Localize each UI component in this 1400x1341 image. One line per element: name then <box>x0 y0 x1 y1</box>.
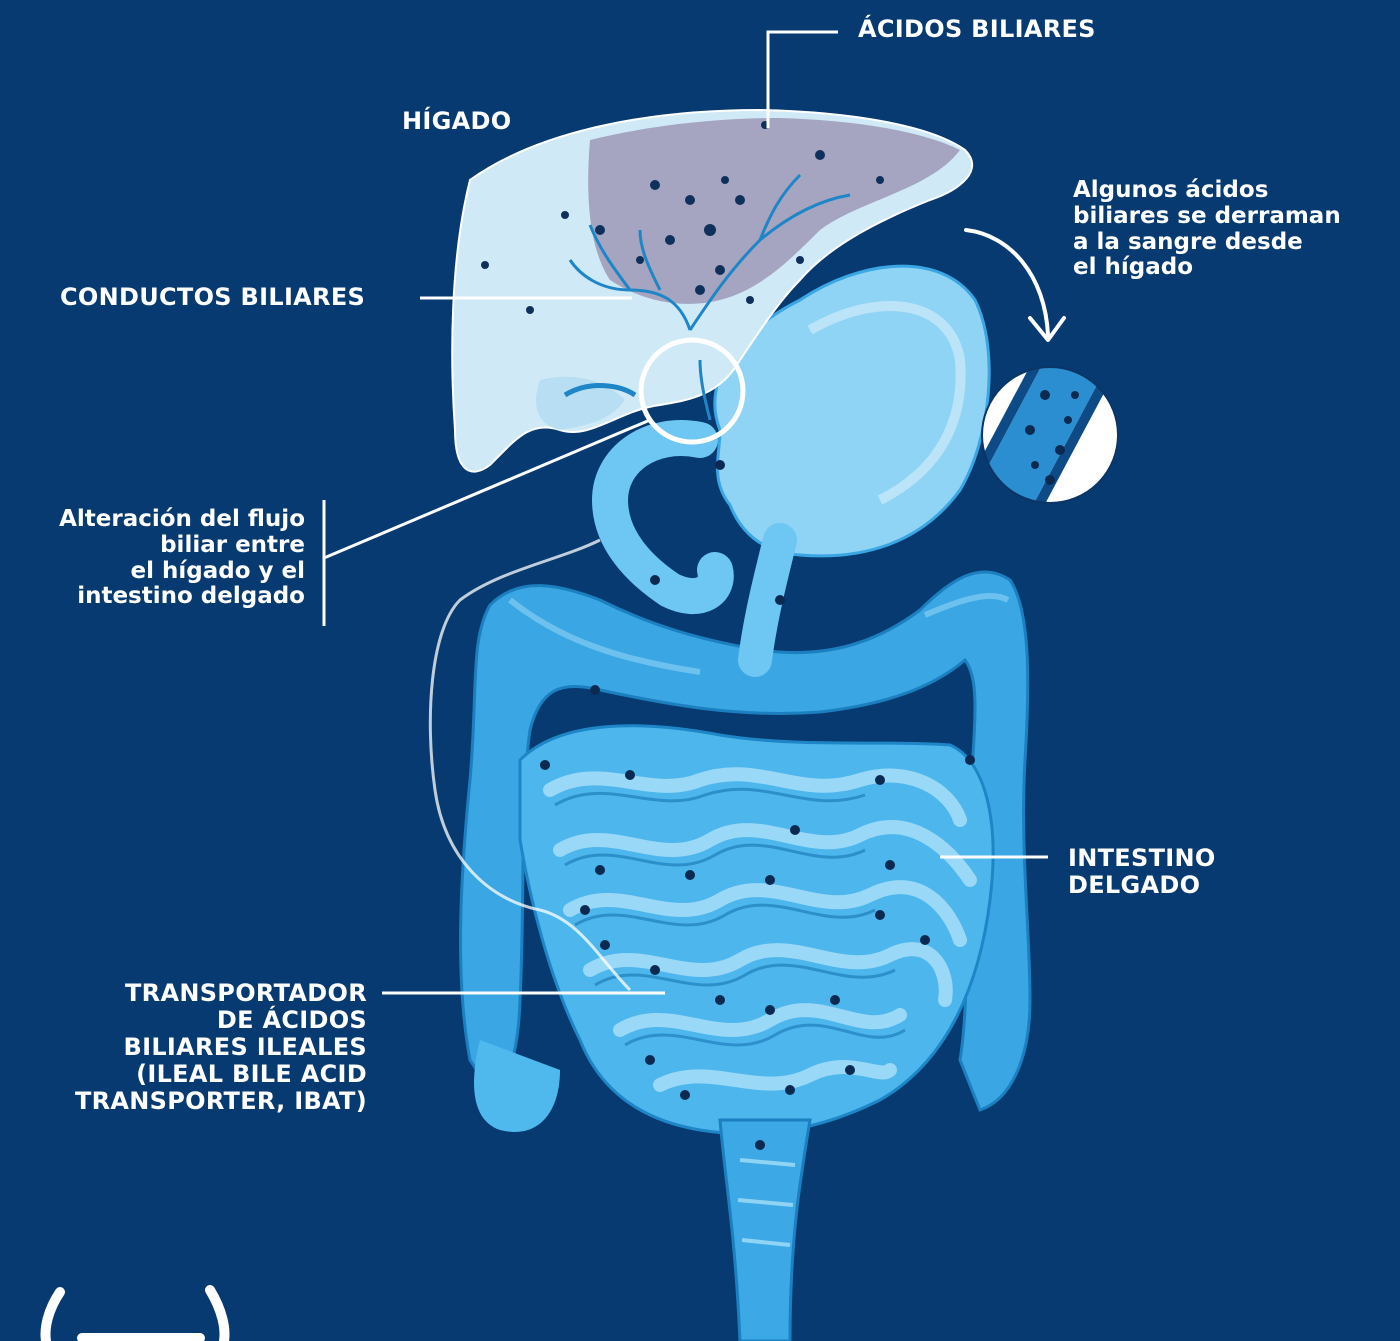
label-acidos-biliares: ÁCIDOS BILIARES <box>858 16 1096 43</box>
label-sangre-line3: a la sangre desde <box>1073 230 1341 256</box>
label-intestino-delgado: INTESTINO DELGADO <box>1068 845 1216 899</box>
small-intestine-icon <box>520 726 993 1134</box>
label-ibat: TRANSPORTADOR DE ÁCIDOS BILIARES ILEALES… <box>75 980 367 1114</box>
label-sangre: Algunos ácidos biliares se derraman a la… <box>1073 178 1341 281</box>
logo-fragment-icon <box>46 1290 225 1341</box>
label-ibat-line2: DE ÁCIDOS <box>75 1007 367 1034</box>
label-flujo: Alteración del flujo biliar entre el híg… <box>59 507 305 610</box>
label-higado: HÍGADO <box>402 108 511 135</box>
label-flujo-line2: biliar entre <box>59 533 305 559</box>
rectum-icon <box>720 1120 810 1341</box>
label-sangre-line1: Algunos ácidos <box>1073 178 1341 204</box>
label-ibat-line3: BILIARES ILEALES <box>75 1034 367 1061</box>
label-sangre-line2: biliares se derraman <box>1073 204 1341 230</box>
label-sangre-line4: el hígado <box>1073 255 1341 281</box>
label-ibat-line5: TRANSPORTER, IBAT) <box>75 1088 367 1115</box>
label-flujo-line3: el hígado y el <box>59 559 305 585</box>
label-conductos-biliares: CONDUCTOS BILIARES <box>60 284 365 311</box>
label-ibat-line1: TRANSPORTADOR <box>75 980 367 1007</box>
label-intestino-line2: DELGADO <box>1068 872 1216 899</box>
label-ibat-line4: (ILEAL BILE ACID <box>75 1061 367 1088</box>
label-flujo-line4: intestino delgado <box>59 584 305 610</box>
label-intestino-line1: INTESTINO <box>1068 845 1216 872</box>
label-flujo-line1: Alteración del flujo <box>59 507 305 533</box>
